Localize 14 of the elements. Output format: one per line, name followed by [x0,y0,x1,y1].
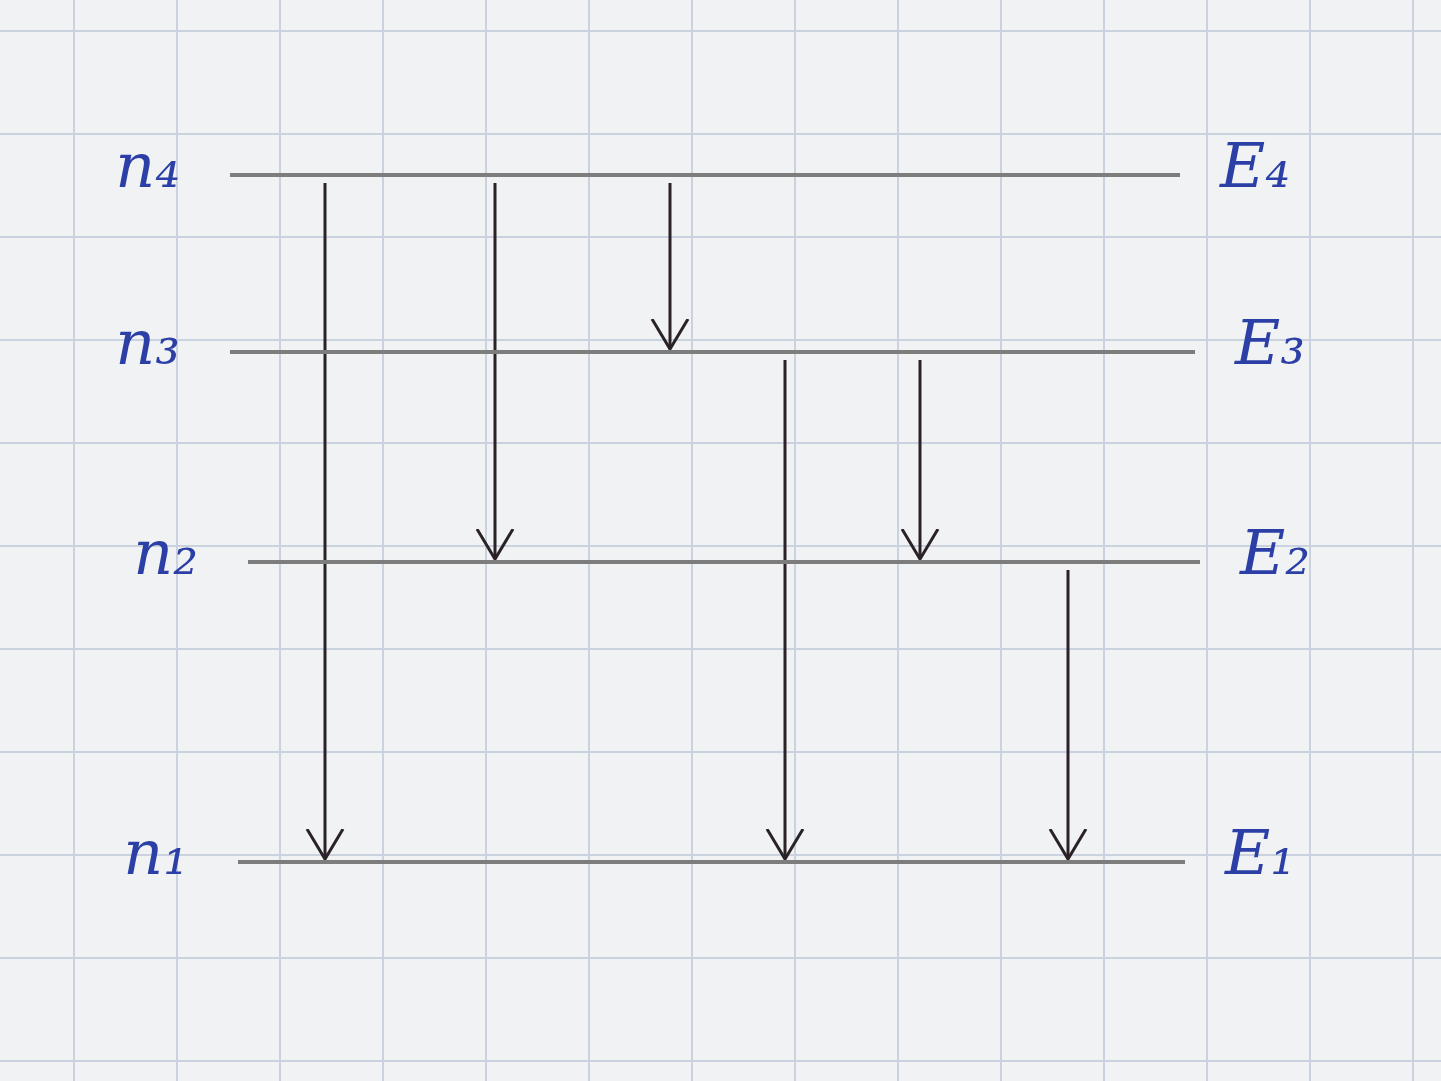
arrow [475,183,515,561]
energy-label: E₄ [1220,135,1291,197]
arrow [1048,570,1088,861]
level-label: n₄ [115,135,180,197]
energy-label: E₃ [1235,312,1306,374]
energy-label: E₁ [1225,822,1296,884]
arrow [650,183,690,351]
level-label: n₂ [133,522,198,584]
level-label: n₃ [115,312,180,374]
arrow [765,360,805,861]
level-label: n₁ [123,822,188,884]
arrow [900,360,940,561]
energy-label: E₂ [1240,522,1311,584]
arrow [305,183,345,861]
